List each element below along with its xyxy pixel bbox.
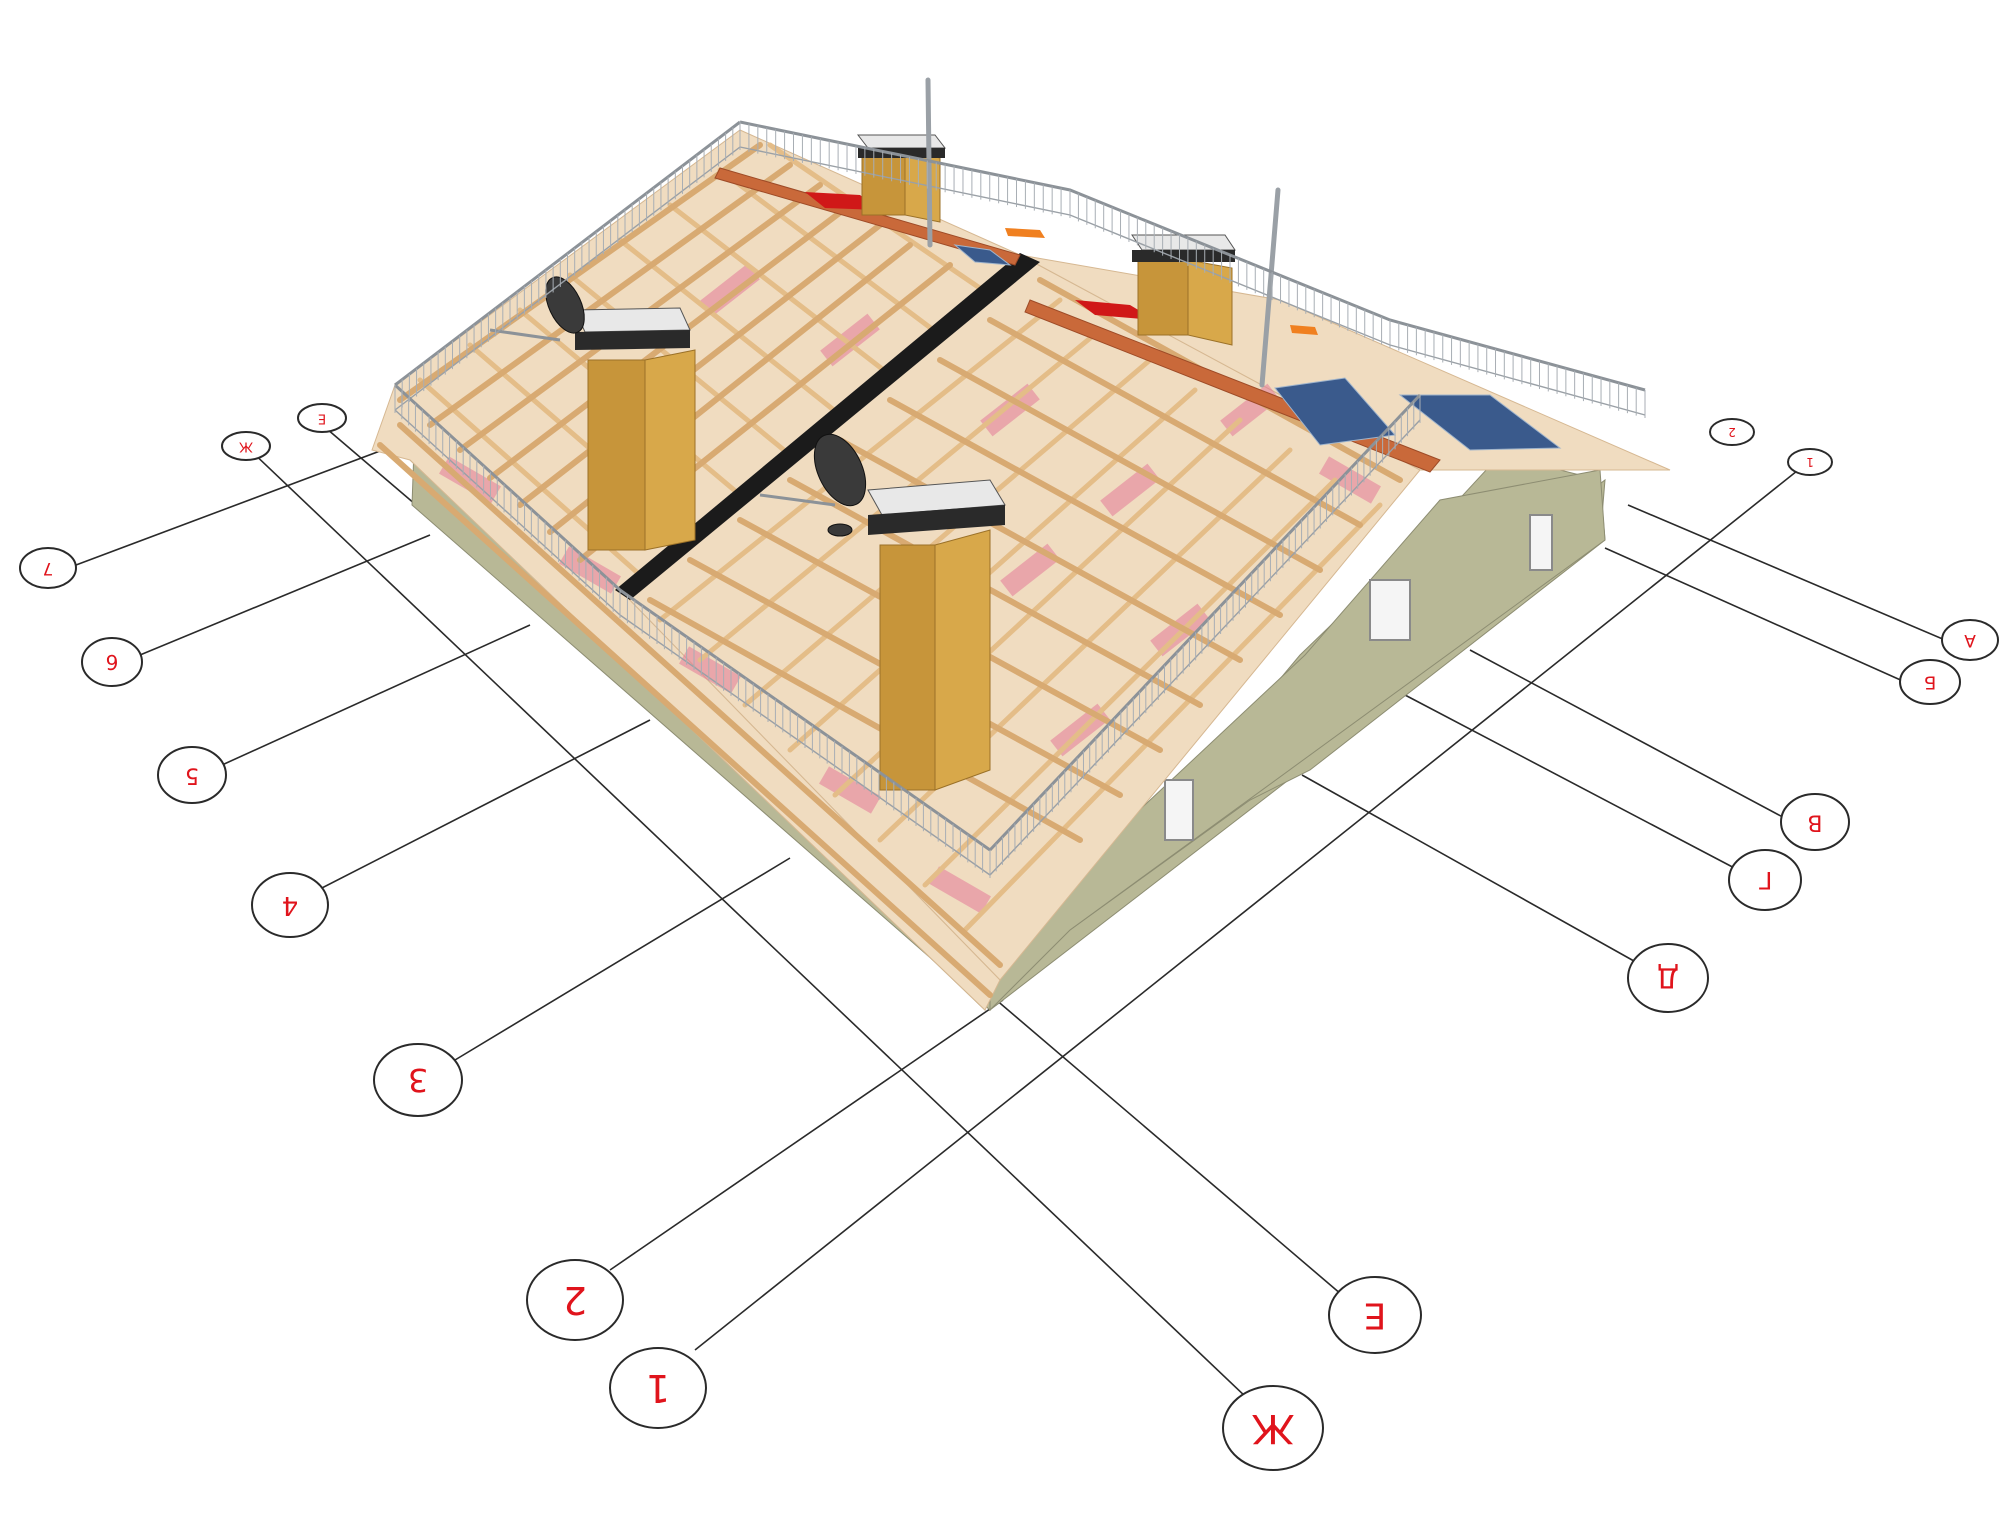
ridge-tile-left <box>714 167 1021 266</box>
axis-line-V <box>1469 649 1793 823</box>
balusters <box>394 122 1646 878</box>
axis-label-D: Д <box>1657 962 1679 995</box>
axis-bubble-Zh: Ж <box>1222 1385 1324 1471</box>
axis-label-2-far: 2 <box>1728 425 1736 439</box>
axis-line-1 <box>694 462 1808 1351</box>
chimneys <box>574 134 1236 791</box>
axis-bubble-V: В <box>1780 793 1850 851</box>
axis-line-D <box>1301 774 1651 971</box>
axis-bubble-1-far: 1 <box>1787 448 1833 476</box>
antenna-mast-2 <box>1259 187 1281 388</box>
antennas <box>489 77 1281 537</box>
axis-line-Zh <box>247 447 1269 1419</box>
axis-line-4 <box>317 719 651 891</box>
window-facade-2 <box>1529 514 1553 571</box>
axis-bubble-A: А <box>1941 619 1999 661</box>
railing-right <box>988 393 1422 852</box>
axis-bubble-2: 2 <box>526 1259 624 1341</box>
axis-line-B <box>1604 547 1906 683</box>
axis-bubble-2-far: 2 <box>1709 418 1755 446</box>
battens-front <box>377 422 1003 998</box>
axis-bubble-D: Д <box>1627 943 1709 1013</box>
axis-bubble-Zh-far: Ж <box>221 431 271 461</box>
axis-line-5 <box>221 624 531 766</box>
ridge-valley-board <box>615 253 1040 600</box>
axis-bubble-4: 4 <box>251 872 329 938</box>
axis-line-2 <box>609 999 1004 1271</box>
flashing <box>805 192 1318 335</box>
axis-label-G: Г <box>1758 866 1773 894</box>
window-facade-1 <box>1164 779 1194 841</box>
axis-bubble-6: 6 <box>81 637 143 687</box>
axis-label-1-far: 1 <box>1806 455 1814 469</box>
axis-bubbles: 1 2 3 4 5 6 7 А <box>19 403 1999 1471</box>
chimney-4 <box>867 479 1006 791</box>
guard-railing <box>393 120 1646 878</box>
axis-label-4: 4 <box>282 890 299 920</box>
axis-label-2: 2 <box>563 1278 587 1322</box>
axis-label-B: Б <box>1924 672 1936 693</box>
axis-label-E: Е <box>1364 1295 1387 1336</box>
window-gable-2 <box>1369 579 1411 641</box>
solar-panel-2 <box>1398 394 1562 451</box>
chimney-3 <box>574 307 696 551</box>
antenna-mast-1 <box>925 77 933 248</box>
axis-label-A: А <box>1964 630 1976 650</box>
axis-label-1: 1 <box>646 1366 670 1410</box>
axis-label-Zh: Ж <box>1251 1405 1294 1451</box>
axis-bubble-E-far: Е <box>297 403 347 433</box>
solar-panels <box>953 244 1562 451</box>
satellite-dish-1 <box>489 276 585 342</box>
axis-line-6 <box>139 534 431 656</box>
roof <box>371 129 1671 1011</box>
axis-line-3 <box>454 857 791 1061</box>
axis-label-3: 3 <box>408 1061 428 1099</box>
axis-bubble-1: 1 <box>609 1347 707 1429</box>
solar-panel-3 <box>953 244 1012 266</box>
axis-bubble-5: 5 <box>157 746 227 804</box>
axis-label-7: 7 <box>43 558 54 578</box>
axis-bubble-B: Б <box>1899 659 1961 705</box>
axis-line-G <box>1404 694 1743 873</box>
satellite-dish-2 <box>759 433 867 537</box>
axis-line-A <box>1627 504 1946 641</box>
railing-left <box>393 383 622 592</box>
axis-label-V: В <box>1807 810 1822 835</box>
axis-bubble-E: Е <box>1328 1276 1422 1354</box>
axis-label-E-far: Е <box>318 411 326 426</box>
axis-bubble-7: 7 <box>19 547 77 589</box>
axis-label-5: 5 <box>185 763 199 788</box>
axis-label-6: 6 <box>106 650 119 674</box>
axis-label-Zh-far: Ж <box>239 439 253 454</box>
axis-bubble-G: Г <box>1728 849 1802 911</box>
axis-line-7 <box>75 447 389 566</box>
axis-bubble-3: 3 <box>373 1043 463 1117</box>
